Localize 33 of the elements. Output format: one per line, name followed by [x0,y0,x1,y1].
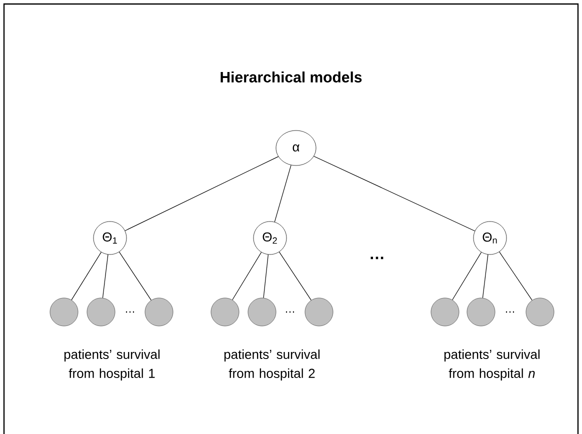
ellipsis: … [286,311,294,313]
connector-line [71,252,102,300]
variable-node: Θ$_{2}$ [253,221,287,255]
connector-line [102,254,108,298]
connector-line [314,156,476,232]
ellipsis: … [370,256,384,260]
variable-node: Θ$_{n}$ [473,221,507,255]
observation-node [86,298,116,326]
connector-line [263,254,268,298]
ellipsis: … [506,311,514,313]
observation-node [304,298,334,326]
ellipsis: … [126,311,134,313]
observation-node [466,298,496,326]
connector-line [278,252,312,300]
connector-line [452,252,482,300]
observation-node [526,298,554,326]
variable-node: α [276,130,316,166]
connector-line [118,252,152,300]
group-caption: patients’ survival from hospital 2 [224,349,320,381]
observation-node [50,298,78,326]
connector-line [499,252,532,301]
group-caption: patients’ survival from hospital n [444,349,540,381]
group-caption: patients’ survival from hospital 1 [64,349,160,381]
observation-node [430,298,460,326]
observation-node [248,298,276,326]
variable-node: Θ$_{1}$ [93,221,127,255]
connector-line [124,156,279,232]
title: Hierarchical models [220,72,362,82]
observation-node [210,298,240,326]
connector-line [482,254,488,298]
observation-node [144,298,174,326]
connector-line [274,164,292,222]
connector-line [232,252,262,300]
